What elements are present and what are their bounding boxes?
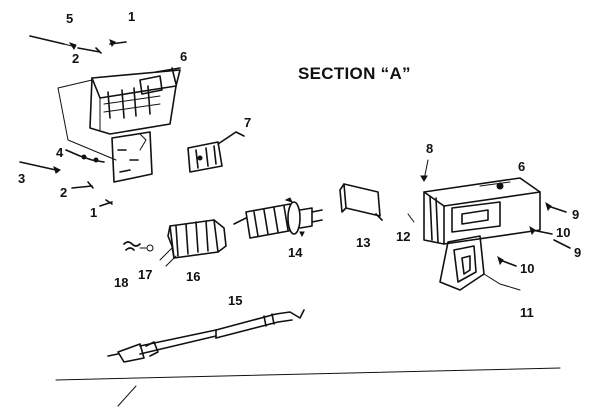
callout-6-right: 6 (518, 159, 526, 174)
callout-7: 7 (244, 115, 252, 130)
callout-16: 16 (186, 269, 201, 284)
callout-2-top: 2 (72, 51, 80, 66)
callout-17: 17 (138, 267, 153, 282)
callout-15: 15 (228, 293, 243, 308)
callout-13: 13 (356, 235, 371, 250)
callout-12: 12 (396, 229, 411, 244)
callout-9-lower: 9 (574, 245, 582, 260)
callout-10-upper: 10 (556, 225, 571, 240)
callout-4: 4 (56, 145, 64, 160)
screw-1-lower (99, 199, 113, 207)
screw-9-upper (545, 201, 567, 213)
leader-12 (407, 213, 415, 223)
washer-2-top (77, 47, 102, 54)
fastener-chain (65, 149, 105, 163)
callout-6-left: 6 (180, 49, 188, 64)
screw-10-lower (497, 255, 517, 267)
brush-holder-7 (187, 131, 245, 173)
screw-10-upper (529, 225, 553, 236)
washer-17 (139, 244, 154, 252)
callout-8: 8 (426, 141, 434, 156)
field-coil-16 (159, 219, 227, 267)
callout-11: 11 (520, 305, 534, 320)
handle-11 (439, 235, 521, 291)
screw-5 (29, 35, 77, 50)
end-plate-13 (339, 183, 383, 221)
screw-9-lower (553, 239, 571, 249)
callout-9-upper: 9 (572, 207, 580, 222)
callout-5: 5 (66, 11, 74, 26)
callout-10-lower: 10 (520, 261, 535, 276)
screw-1-top (109, 39, 127, 48)
spring-18 (123, 241, 141, 251)
armature-14 (233, 197, 323, 239)
callout-14: 14 (288, 245, 303, 260)
washer-2-lower (71, 181, 94, 189)
pin-8 (420, 175, 428, 182)
motor-housing-right (423, 177, 541, 245)
screw-3 (19, 161, 61, 174)
power-cord-15 (107, 309, 305, 363)
cord-end (117, 385, 137, 407)
callout-1-top: 1 (128, 9, 136, 24)
callout-2-lower: 2 (60, 185, 68, 200)
baseline (55, 367, 561, 381)
callout-1-lower: 1 (90, 205, 98, 220)
callout-18: 18 (114, 275, 129, 290)
leader-4 (57, 79, 117, 161)
switch-bracket (111, 131, 153, 183)
callout-3: 3 (18, 171, 26, 186)
switch-housing-left (89, 67, 181, 135)
section-title: SECTION “A” (298, 64, 411, 83)
